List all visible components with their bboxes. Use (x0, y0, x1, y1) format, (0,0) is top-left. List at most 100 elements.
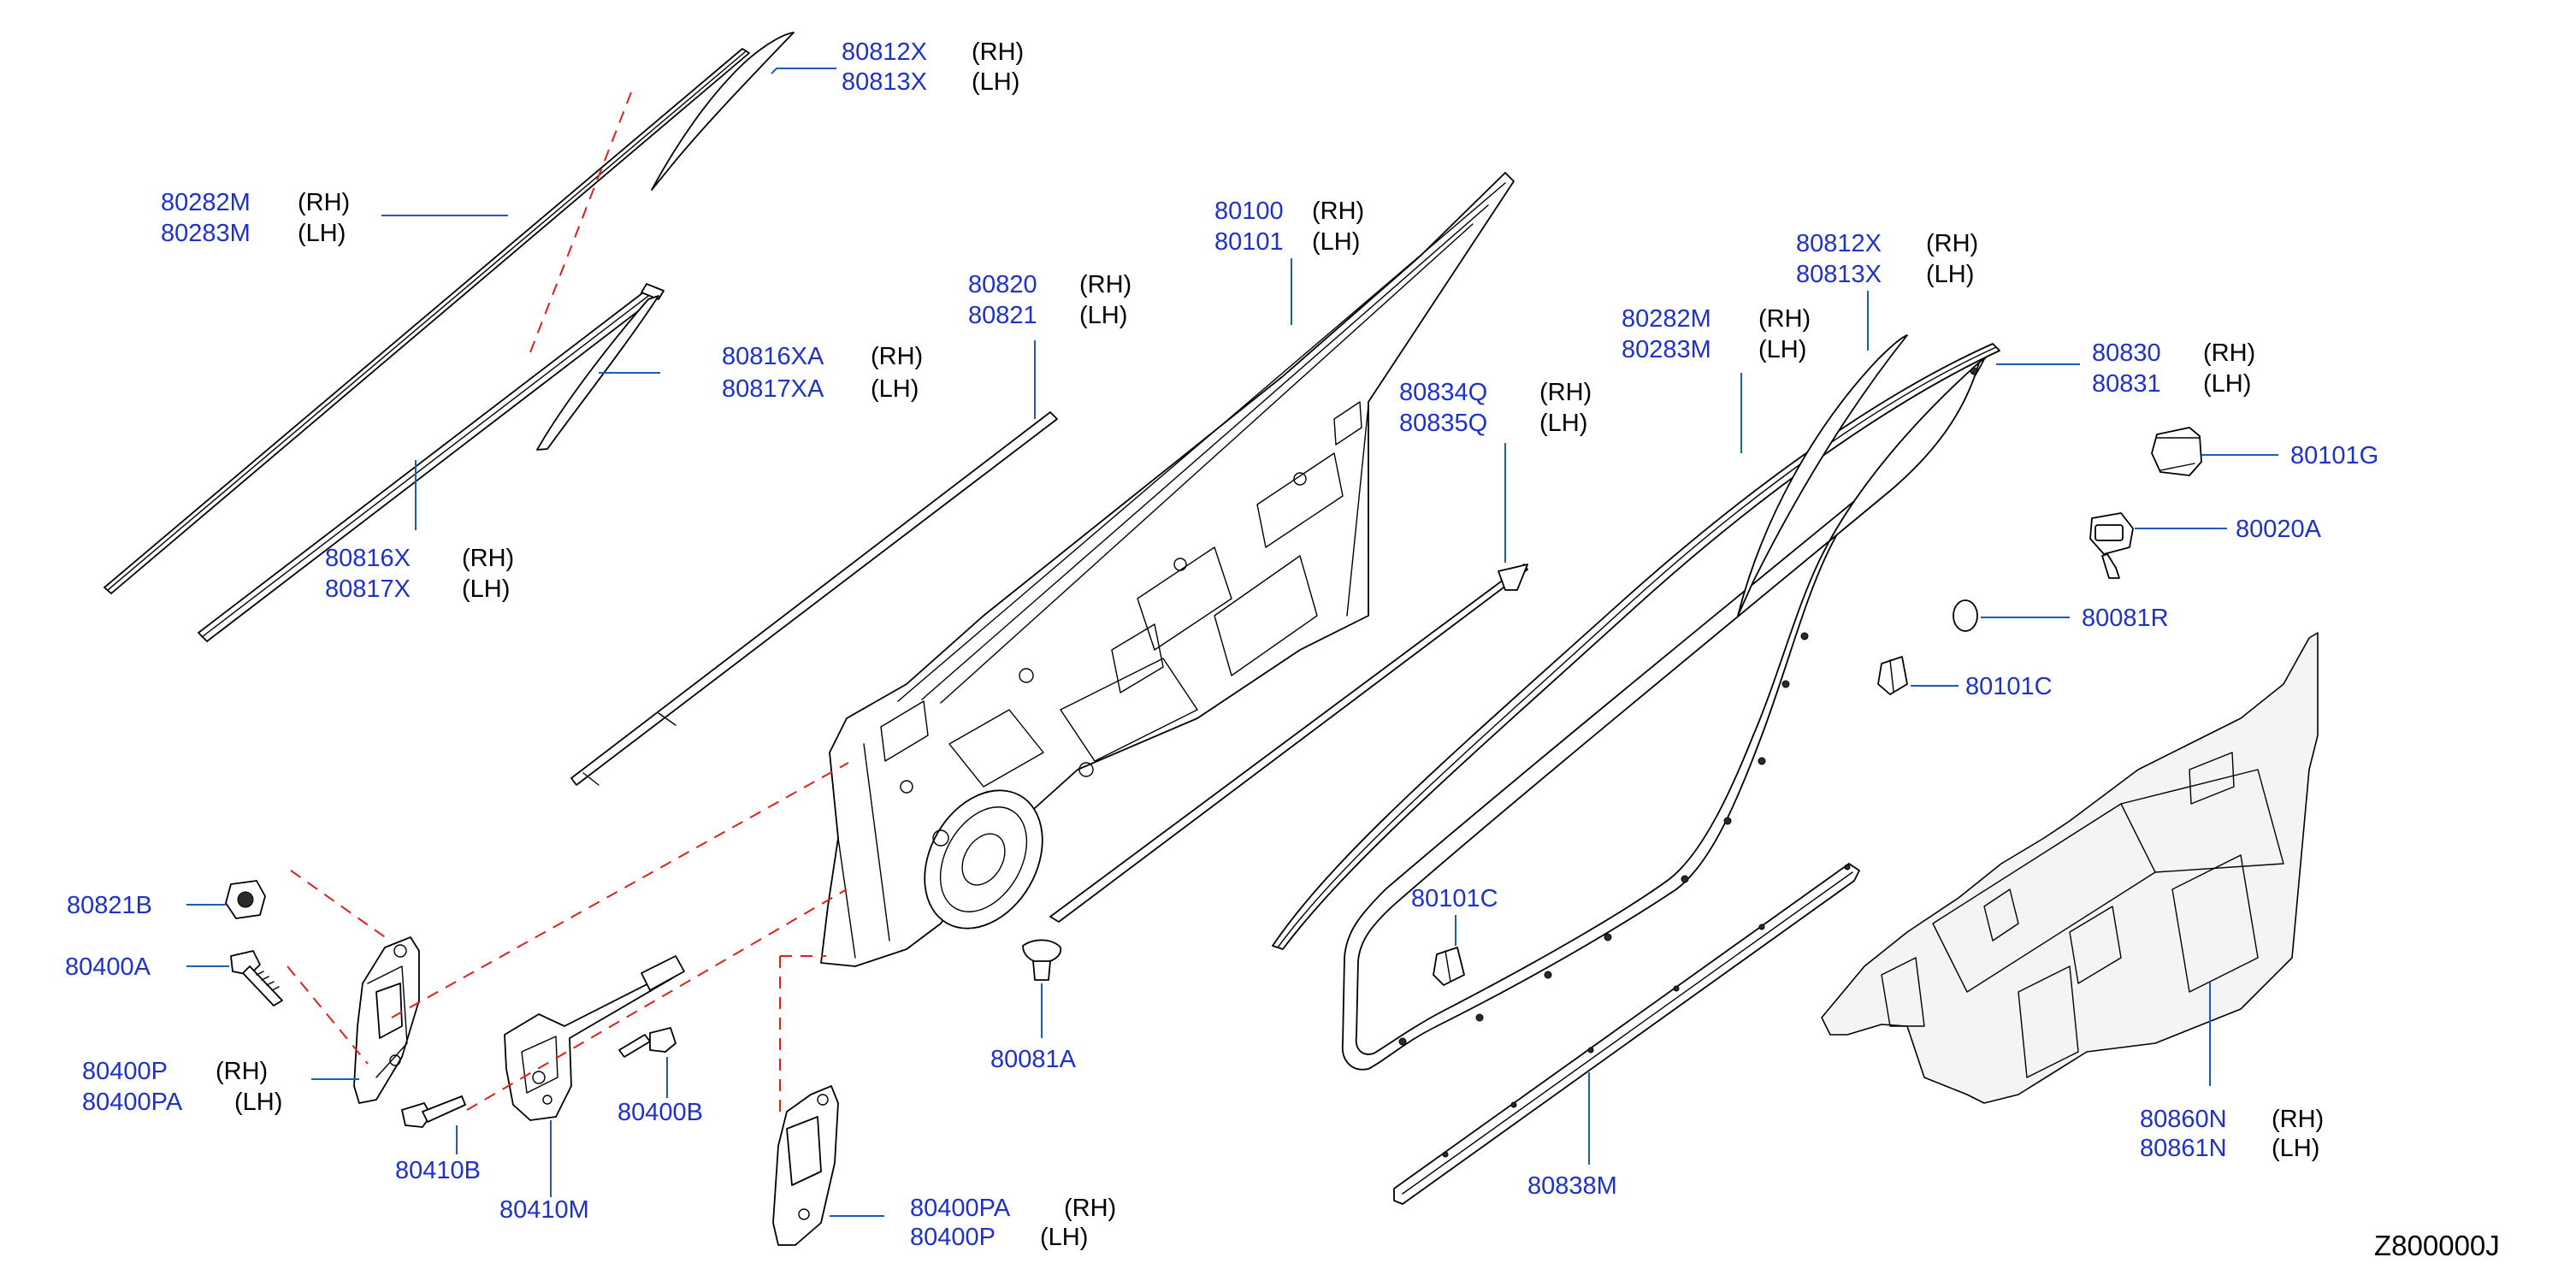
nut-80821b (225, 880, 266, 919)
callout-80816x: 80816X 80817X (RH) (LH) (325, 545, 514, 603)
side-label: (RH) (462, 545, 514, 572)
sash-garnish-left (536, 295, 659, 451)
callout-80101g: 80101G (2290, 442, 2378, 469)
part-number: 80821 (968, 302, 1037, 329)
side-label: (LH) (2203, 370, 2251, 398)
side-label: (LH) (1758, 336, 1806, 363)
inner-weatherstrip-strip (570, 411, 1058, 786)
leader-lines (186, 68, 2278, 1217)
callout-80282m-right: 80282M 80283M (RH) (LH) (1622, 305, 1811, 363)
side-label: (RH) (871, 343, 923, 370)
part-number: 80282M (161, 189, 251, 216)
side-label: (LH) (1040, 1224, 1088, 1251)
part-number: 80838M (1527, 1172, 1617, 1200)
side-label: (LH) (972, 68, 1019, 96)
side-label: (RH) (1539, 379, 1592, 406)
callout-80081a: 80081A (990, 1046, 1077, 1073)
bolt-80410b (401, 1095, 466, 1128)
diagram-reference-code: Z800000J (2374, 1230, 2500, 1261)
callout-80816xa: 80816XA 80817XA (RH) (LH) (722, 343, 923, 403)
part-number: 80821B (67, 892, 152, 919)
part-number: 80400P (910, 1224, 996, 1251)
callout-80101c-right: 80101C (1965, 673, 2053, 700)
side-label: (RH) (1926, 230, 1978, 257)
side-label: (LH) (234, 1089, 282, 1116)
side-label: (LH) (1539, 410, 1587, 437)
part-number: 80020A (2236, 516, 2322, 543)
dashed-reference-lines (287, 91, 849, 1120)
callout-80410b: 80410B (395, 1157, 481, 1184)
callout-80830: 80830 80831 (RH) (LH) (2092, 339, 2255, 398)
part-number: 80813X (1796, 261, 1882, 288)
clip-80101c-center (1433, 947, 1465, 986)
clip-80101c-right (1877, 656, 1908, 695)
callout-80820: 80820 80821 (RH) (LH) (968, 271, 1131, 329)
part-number: 80400PA (82, 1089, 183, 1116)
part-number: 80282M (1622, 305, 1711, 333)
side-label: (LH) (298, 220, 346, 247)
part-number: 80834Q (1399, 379, 1487, 406)
door-panel (820, 172, 1515, 967)
callout-80020a: 80020A (2236, 516, 2322, 543)
callout-80081r: 80081R (2082, 605, 2169, 632)
part-number: 80835Q (1399, 410, 1487, 437)
sash-strip-left (198, 283, 665, 642)
callout-80812x-right: 80812X 80813X (RH) (LH) (1796, 230, 1978, 288)
part-number: 80817XA (722, 375, 824, 403)
part-number: 80100 (1214, 198, 1284, 225)
part-number: 80101 (1214, 228, 1284, 256)
callout-80821b: 80821B (67, 892, 152, 919)
part-number: 80400A (65, 953, 151, 981)
side-label: (RH) (216, 1058, 268, 1085)
callout-80101c-center: 80101C (1411, 885, 1498, 912)
part-number: 80400P (82, 1058, 168, 1085)
side-label: (LH) (1312, 228, 1360, 256)
callout-80838m: 80838M (1527, 1172, 1617, 1200)
clip-80020a (2089, 512, 2134, 579)
side-label: (RH) (972, 38, 1024, 66)
side-label: (RH) (298, 189, 350, 216)
part-number: 80816XA (722, 343, 824, 370)
bolt-80400a (230, 950, 283, 1006)
outer-moulding-left (103, 48, 750, 594)
callout-80410m: 80410M (499, 1196, 589, 1224)
part-number: 80861N (2140, 1135, 2227, 1162)
callout-80400b: 80400B (617, 1099, 703, 1126)
corner-garnish-right (1737, 334, 1908, 617)
part-number: 80410B (395, 1157, 481, 1184)
outer-weatherstrip-strip (1049, 564, 1528, 923)
callout-80400pa-bottom: 80400PA 80400P (RH) (LH) (910, 1195, 1116, 1251)
callout-80100: 80100 80101 (RH) (LH) (1214, 198, 1364, 256)
plug-80081r (1953, 599, 1978, 632)
side-label: (RH) (1064, 1195, 1116, 1222)
lower-weatherstrip (1393, 863, 1860, 1205)
part-number: 80830 (2092, 339, 2161, 367)
corner-garnish-left (651, 32, 795, 191)
part-number: 80831 (2092, 370, 2161, 398)
callout-80812x-left: 80812X 80813X (RH) (LH) (842, 38, 1024, 96)
bolt-80400b (618, 1027, 676, 1058)
part-number: 80820 (968, 271, 1037, 298)
part-number: 80813X (842, 68, 927, 96)
side-label: (RH) (1758, 305, 1811, 333)
door-weatherstrip (1341, 350, 1994, 1071)
part-number: 80860N (2140, 1106, 2227, 1133)
part-number: 80816X (325, 545, 411, 572)
part-number: 80812X (842, 38, 927, 66)
door-sealing-screen (1821, 632, 2319, 1104)
part-number: 80101G (2290, 442, 2378, 469)
plug-80081a (1022, 939, 1062, 981)
side-label: (RH) (1312, 198, 1364, 225)
part-number: 80410M (499, 1196, 589, 1224)
part-number: 80081R (2082, 605, 2169, 632)
side-label: (LH) (462, 575, 510, 603)
part-number: 80283M (161, 220, 251, 247)
callout-80834q: 80834Q 80835Q (RH) (LH) (1399, 379, 1592, 437)
door-hinge-bottom (772, 1085, 839, 1246)
side-label: (LH) (1079, 302, 1127, 329)
side-label: (RH) (1079, 271, 1131, 298)
callout-80400a: 80400A (65, 953, 151, 981)
part-number: 80400PA (910, 1195, 1011, 1222)
outer-moulding-right (1272, 343, 2000, 950)
